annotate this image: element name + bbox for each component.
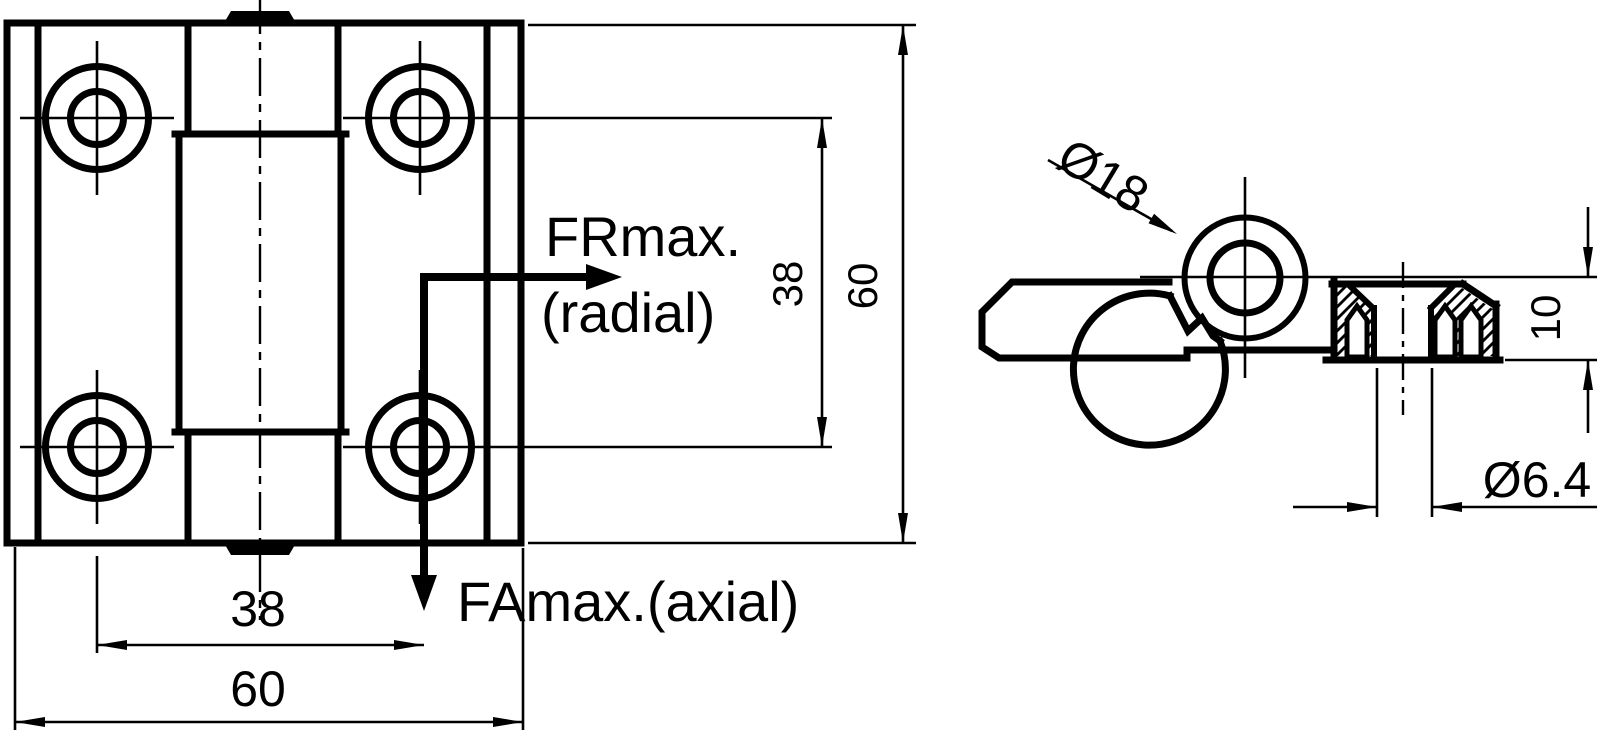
dim-hole-diameter: Ø6.4 bbox=[1293, 368, 1597, 517]
dim-hole-spacing-horizontal: 38 bbox=[97, 581, 424, 650]
front-view: FRmax. (radial) FAmax.(axial) bbox=[3, 0, 832, 653]
dim-text-dia6-4: Ø6.4 bbox=[1483, 452, 1591, 508]
dim-knuckle-diameter: Ø18 bbox=[1047, 127, 1177, 234]
dim-text-60-bottom: 60 bbox=[230, 661, 286, 717]
dim-text-10: 10 bbox=[1522, 295, 1569, 342]
hole-top-left bbox=[20, 41, 174, 195]
dim-text-38-bottom: 38 bbox=[230, 581, 286, 637]
side-view: Ø18 10 Ø6.4 bbox=[978, 127, 1597, 517]
hole-top-right bbox=[343, 41, 497, 195]
label-fr-radial: (radial) bbox=[541, 281, 715, 344]
pin-cap-bottom bbox=[224, 543, 296, 555]
front-view-dimensions: 38 60 38 60 bbox=[13, 23, 916, 730]
hinge-knuckle bbox=[171, 0, 350, 620]
dim-text-dia18: Ø18 bbox=[1048, 127, 1158, 224]
hole-bottom-left bbox=[20, 370, 174, 524]
nut-section bbox=[1322, 262, 1504, 415]
knuckle-notch bbox=[1165, 291, 1225, 346]
thread-relief-mid bbox=[1432, 301, 1458, 360]
dim-bracket-height: 10 bbox=[1505, 207, 1597, 433]
thread-relief-left bbox=[1344, 301, 1370, 360]
label-fr-max: FRmax. bbox=[545, 205, 741, 268]
thread-relief-right bbox=[1458, 301, 1484, 360]
dim-total-height: 60 bbox=[528, 23, 916, 545]
mounting-holes bbox=[20, 41, 832, 653]
force-arrows bbox=[411, 264, 622, 611]
label-fa-max-axial: FAmax.(axial) bbox=[457, 570, 799, 633]
dim-text-38-vertical: 38 bbox=[764, 261, 811, 308]
dim-hole-spacing-vertical: 38 bbox=[764, 118, 827, 447]
side-knuckle bbox=[1069, 177, 1597, 449]
dim-text-60-vertical: 60 bbox=[839, 263, 886, 310]
dim-total-width: 60 bbox=[13, 547, 525, 730]
side-leaf-profile bbox=[978, 278, 1336, 362]
